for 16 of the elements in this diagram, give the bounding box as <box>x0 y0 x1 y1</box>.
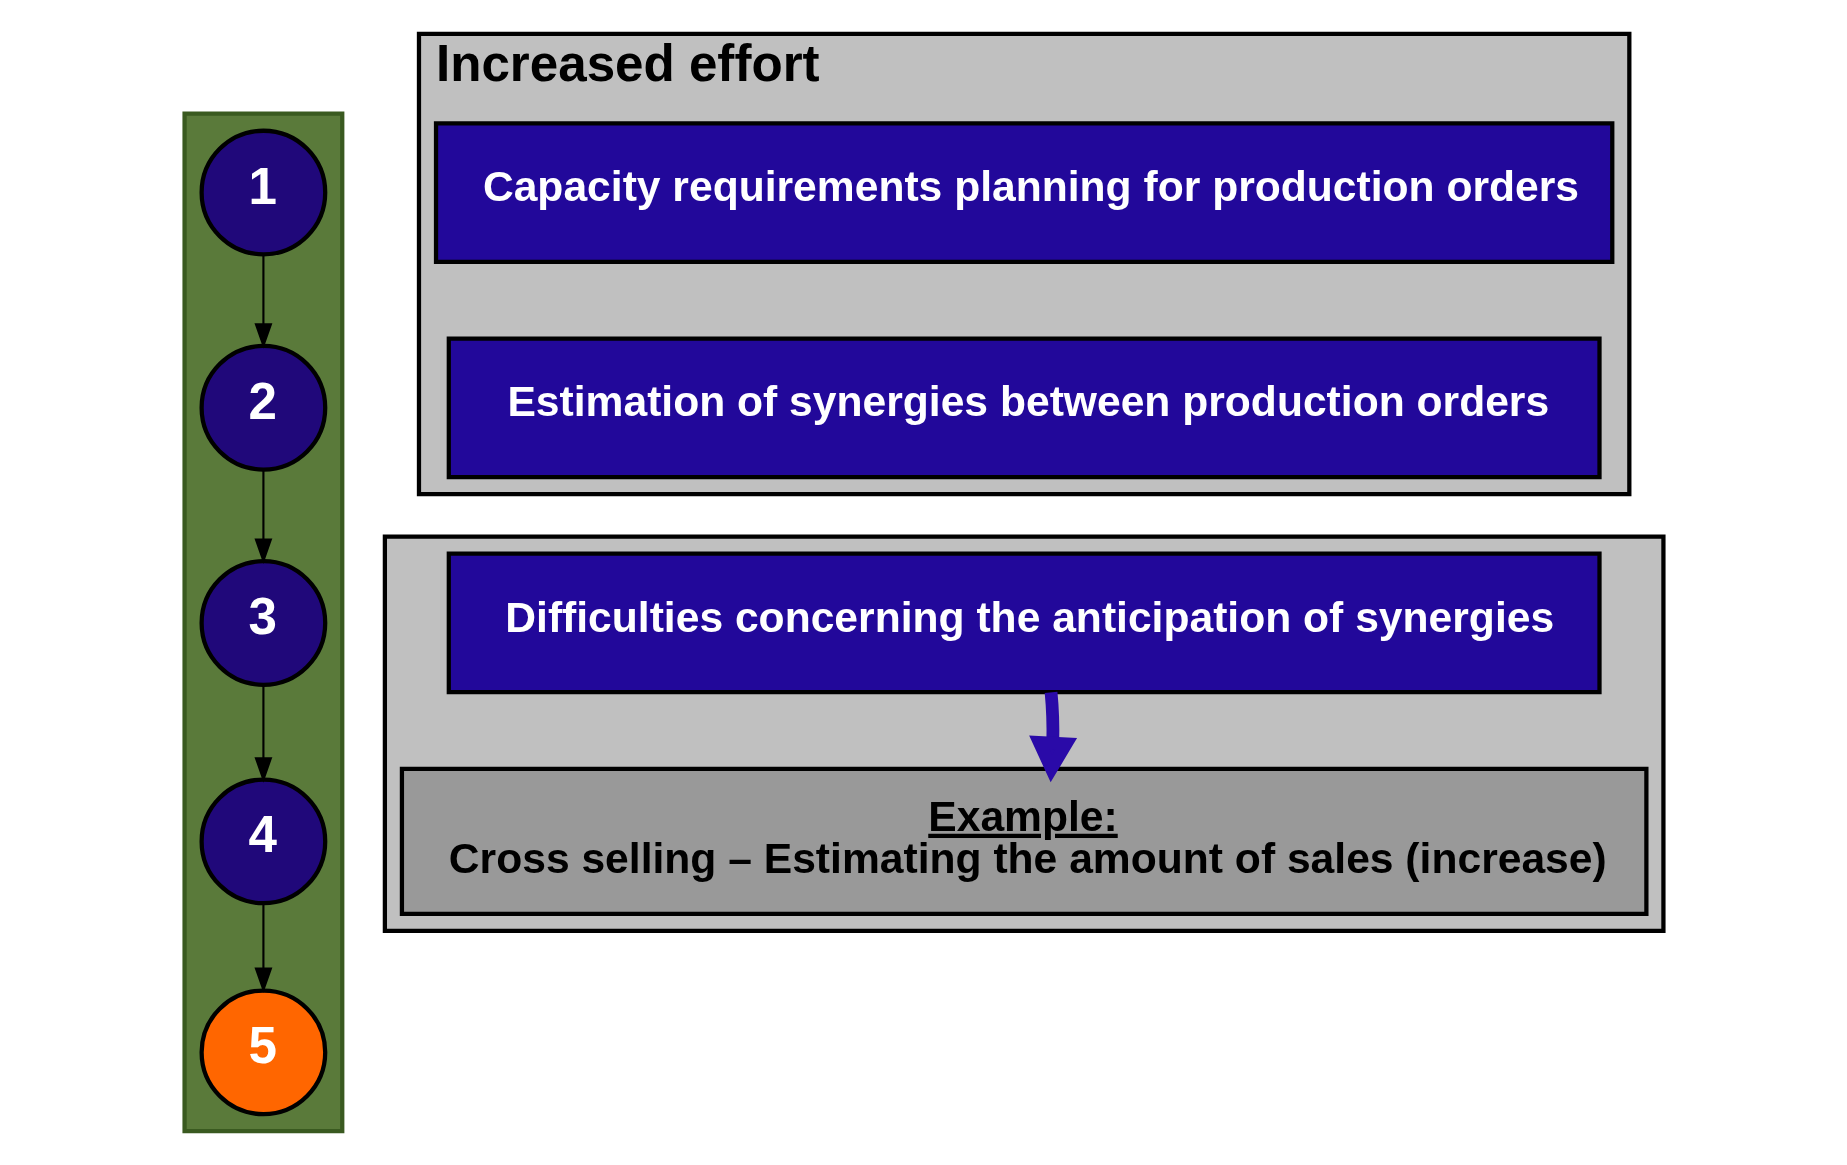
node-circle: 1 <box>199 128 327 257</box>
node-box: Example: Cross selling – Estimating the amount of sales (increase) <box>399 766 1648 916</box>
node-box: Capacity requirements planning for production orders <box>433 121 1614 264</box>
arrow <box>253 254 272 349</box>
arrow <box>253 903 272 994</box>
cluster <box>382 534 1666 934</box>
node-circle: 2 <box>199 343 327 472</box>
arrow <box>253 469 272 565</box>
node-circle: 4 <box>199 777 327 906</box>
node-box: Difficulties concerning the anticipation of synergies <box>446 551 1602 695</box>
arrow <box>253 685 272 783</box>
node-box: Estimation of synergies between production orders <box>446 336 1602 480</box>
node-circle: 5 <box>199 988 327 1117</box>
cluster <box>181 111 344 1134</box>
node-circle: 3 <box>199 559 327 687</box>
arrow <box>1028 691 1077 783</box>
